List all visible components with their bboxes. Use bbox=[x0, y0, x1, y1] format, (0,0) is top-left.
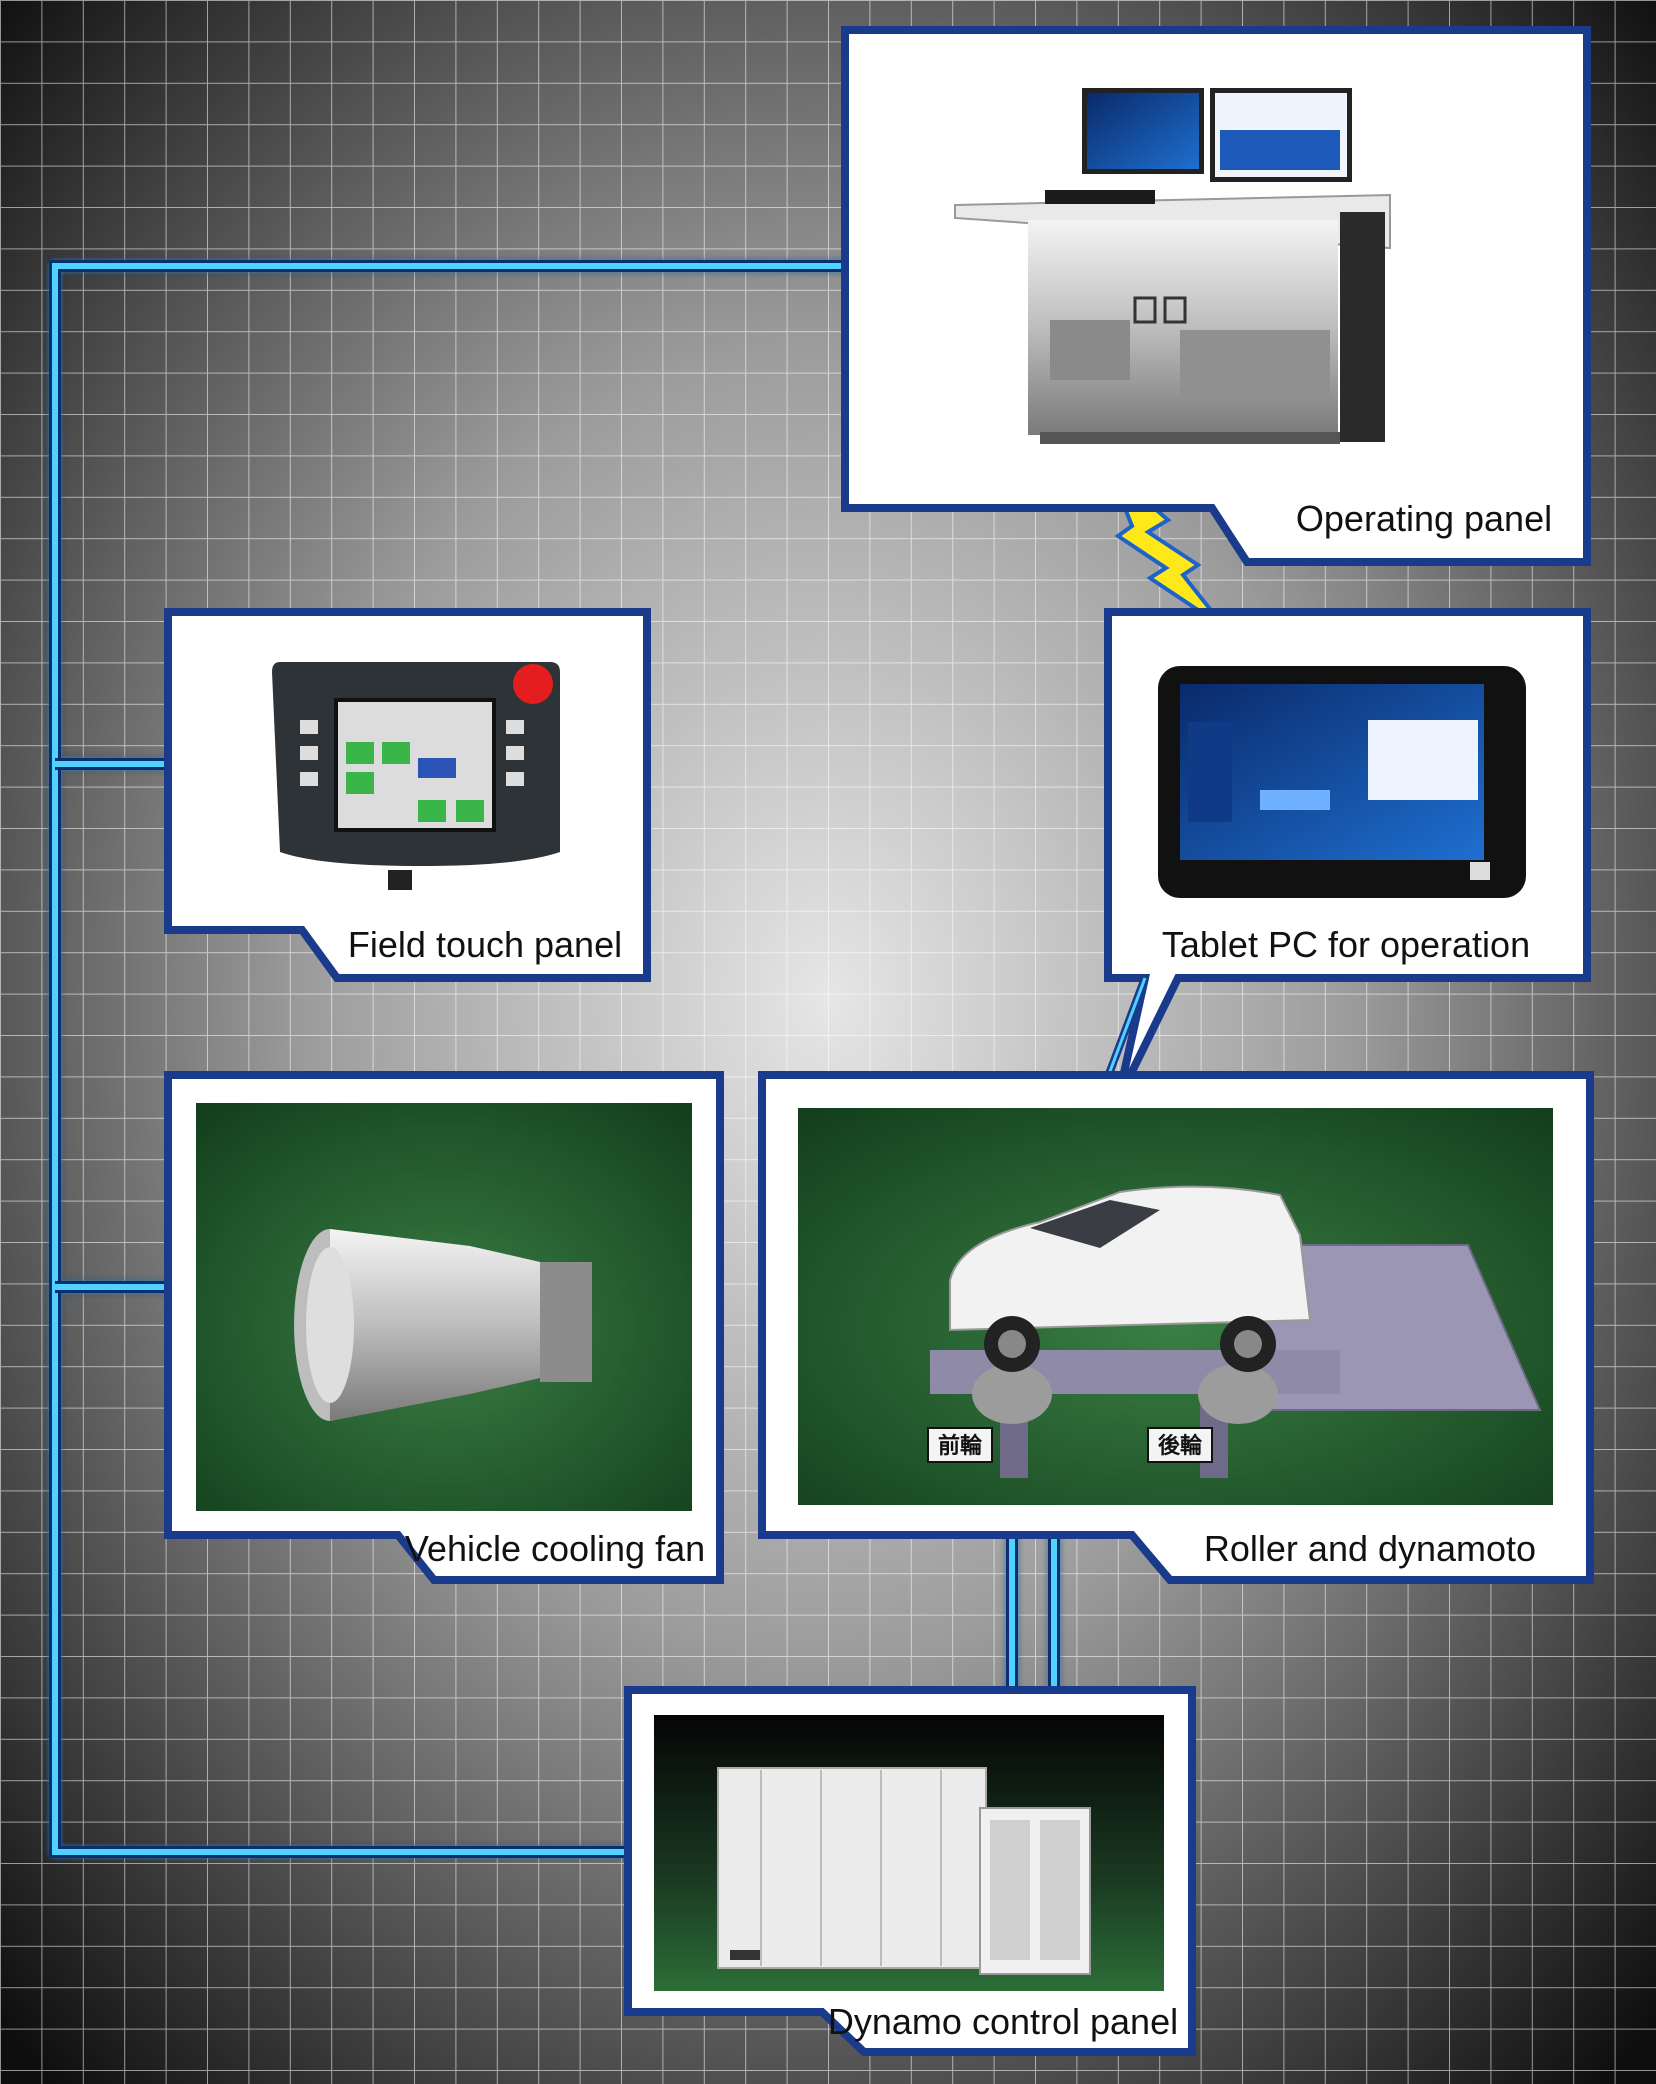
node-field-touch-panel: Field touch panel bbox=[164, 608, 651, 982]
node-tablet-pc: Tablet PC for operation bbox=[1054, 608, 1591, 1212]
svg-text:後輪: 後輪 bbox=[1158, 1433, 1203, 1459]
operating-panel-label: Operating panel bbox=[1296, 498, 1552, 539]
network-connectors bbox=[49, 260, 1254, 1858]
dynamo-control-panel-image bbox=[717, 1767, 1091, 1975]
roller-dynamoto-label: Roller and dynamoto bbox=[1204, 1528, 1536, 1569]
node-vehicle-cooling-fan: Vehicle cooling fan bbox=[164, 1071, 724, 1584]
node-roller-dynamoto: 前輪 後輪 Roller and dynamoto bbox=[758, 1071, 1594, 1584]
node-operating-panel: Operating panel bbox=[841, 26, 1591, 566]
rear-wheel-tag: 後輪 bbox=[1147, 1427, 1213, 1463]
operating-panel-image bbox=[954, 88, 1391, 444]
cooling-fan-image bbox=[294, 1229, 592, 1421]
tablet-pc-label: Tablet PC for operation bbox=[1162, 924, 1530, 965]
node-dynamo-control-panel: Dynamo control panel bbox=[624, 1686, 1196, 2056]
vehicle-cooling-fan-label: Vehicle cooling fan bbox=[405, 1528, 705, 1569]
tablet-pc-image bbox=[1158, 666, 1526, 898]
front-wheel-tag: 前輪 bbox=[927, 1427, 993, 1463]
roller-image bbox=[930, 1185, 1542, 1478]
field-touch-panel-image bbox=[272, 662, 560, 890]
field-touch-panel-label: Field touch panel bbox=[348, 924, 622, 965]
svg-text:前輪: 前輪 bbox=[938, 1433, 983, 1459]
dynamo-control-panel-label: Dynamo control panel bbox=[828, 2001, 1178, 2042]
